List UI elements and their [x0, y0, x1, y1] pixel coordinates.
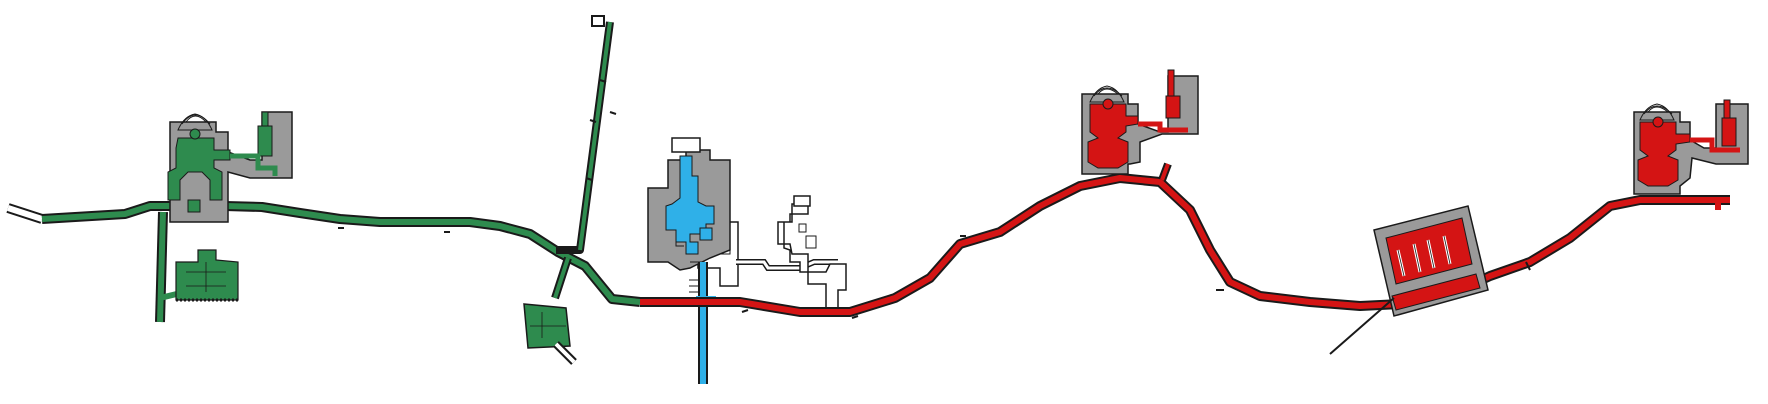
gallery-markers	[338, 79, 1531, 319]
central-casemate	[647, 137, 731, 298]
west-section	[6, 15, 641, 365]
east-casemate-2	[1633, 99, 1749, 195]
southwest-block	[523, 303, 577, 365]
east-casemate-1-rooms	[1087, 103, 1139, 169]
central-section	[647, 137, 847, 384]
north-branch-end	[591, 15, 605, 27]
west-lower-block	[175, 249, 239, 302]
east-barracks-block	[1329, 205, 1489, 355]
east-casemate-1	[1081, 69, 1199, 175]
east-section	[640, 69, 1749, 355]
west-casemate	[167, 111, 293, 223]
west-casemate-rooms	[167, 137, 231, 201]
east-casemate-2-rooms	[1637, 121, 1691, 187]
